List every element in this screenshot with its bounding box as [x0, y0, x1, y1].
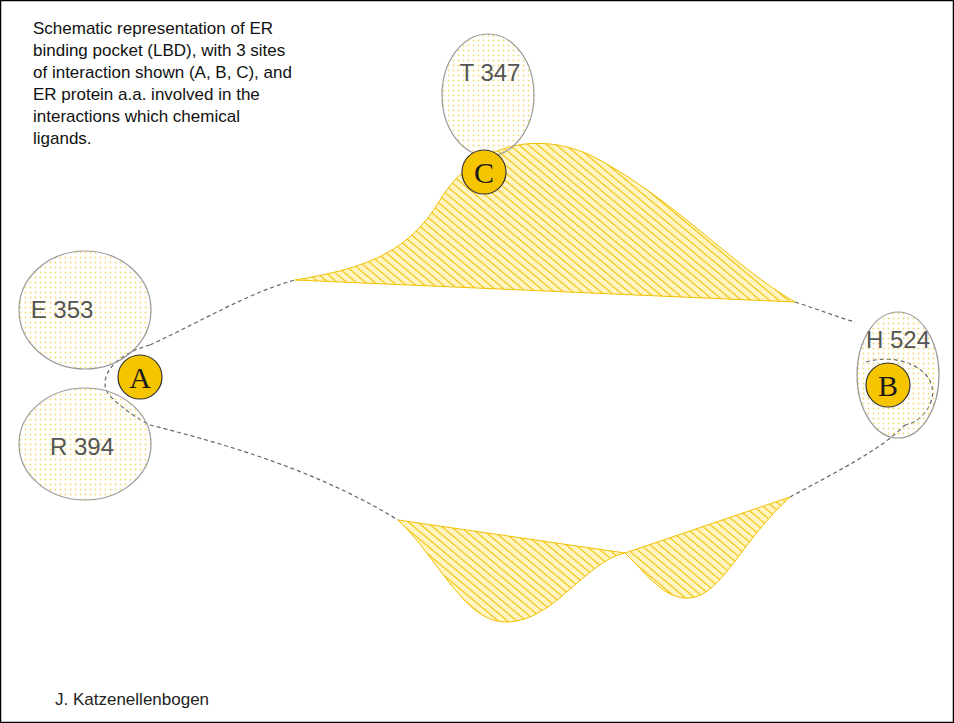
residue-ellipse: T 347 — [441, 33, 535, 157]
residue-ellipse: R 394 — [18, 387, 152, 501]
site-circle: C — [461, 149, 507, 195]
site-circle: A — [117, 354, 163, 400]
site-circle: B — [865, 362, 911, 408]
pocket-outline — [105, 280, 933, 520]
site-letter: C — [474, 158, 494, 188]
hydrophobic-region — [398, 520, 625, 622]
residue-ellipse: E 353 — [18, 250, 152, 370]
author-credit: J. Katzenellenbogen — [55, 690, 209, 710]
residue-ellipse: H 524B — [856, 311, 940, 439]
site-letter: A — [129, 363, 151, 393]
residue-label: R 394 — [50, 435, 114, 459]
hydrophobic-region — [625, 497, 790, 598]
residue-label: H 524 — [866, 328, 930, 352]
hydrophobic-region — [295, 143, 795, 302]
diagram-title: Schematic representation of ER binding p… — [33, 18, 295, 150]
residue-label: E 353 — [31, 298, 94, 322]
residue-outline — [441, 33, 535, 157]
site-letter: B — [878, 371, 898, 401]
residue-label: T 347 — [460, 61, 521, 85]
